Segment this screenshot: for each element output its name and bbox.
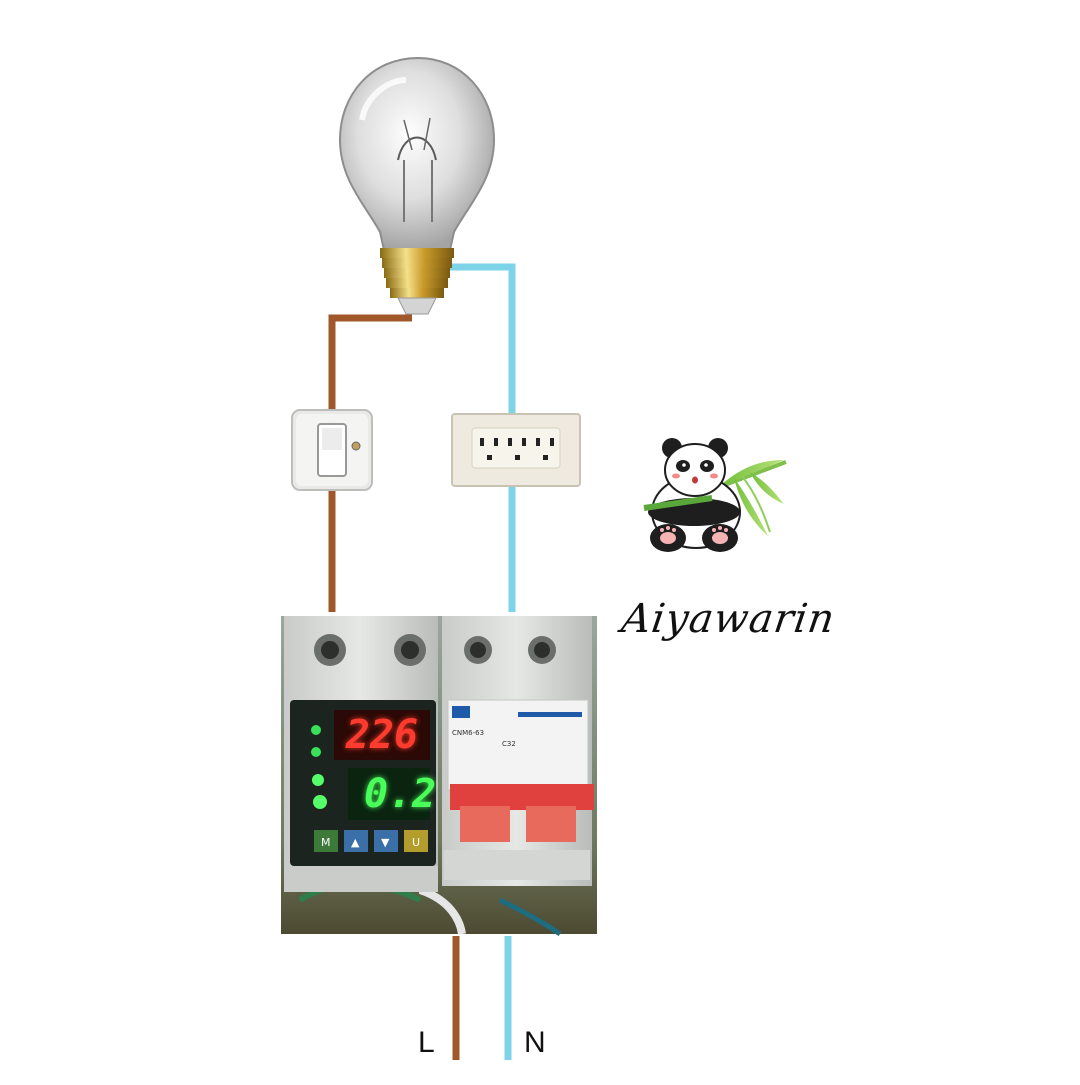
voltage-current-protector	[284, 616, 438, 892]
breaker-rating-label: C32	[502, 740, 516, 748]
distribution-panel	[281, 616, 597, 937]
neutral-terminal-label: N	[524, 1026, 546, 1059]
voltage-readout: 226	[345, 712, 419, 758]
current-readout: 0.2	[364, 771, 437, 817]
panda-mascot-icon	[643, 438, 787, 552]
power-outlet-icon	[451, 413, 581, 487]
line-terminal-label: L	[418, 1026, 435, 1059]
meter-button-u: U	[412, 836, 421, 849]
breaker-model-label: CNM6-63	[452, 729, 485, 737]
wall-switch-icon	[291, 409, 373, 491]
meter-button-up: ▲	[351, 836, 360, 849]
meter-button-down: ▼	[381, 836, 390, 849]
brand-name: Aiyawarin	[618, 596, 839, 642]
meter-buttons	[314, 830, 428, 852]
circuit-breaker	[442, 616, 594, 886]
neutral-wire	[446, 263, 516, 1060]
light-bulb-icon	[338, 56, 496, 315]
line-wire	[328, 314, 460, 1060]
meter-button-m: M	[321, 836, 331, 849]
